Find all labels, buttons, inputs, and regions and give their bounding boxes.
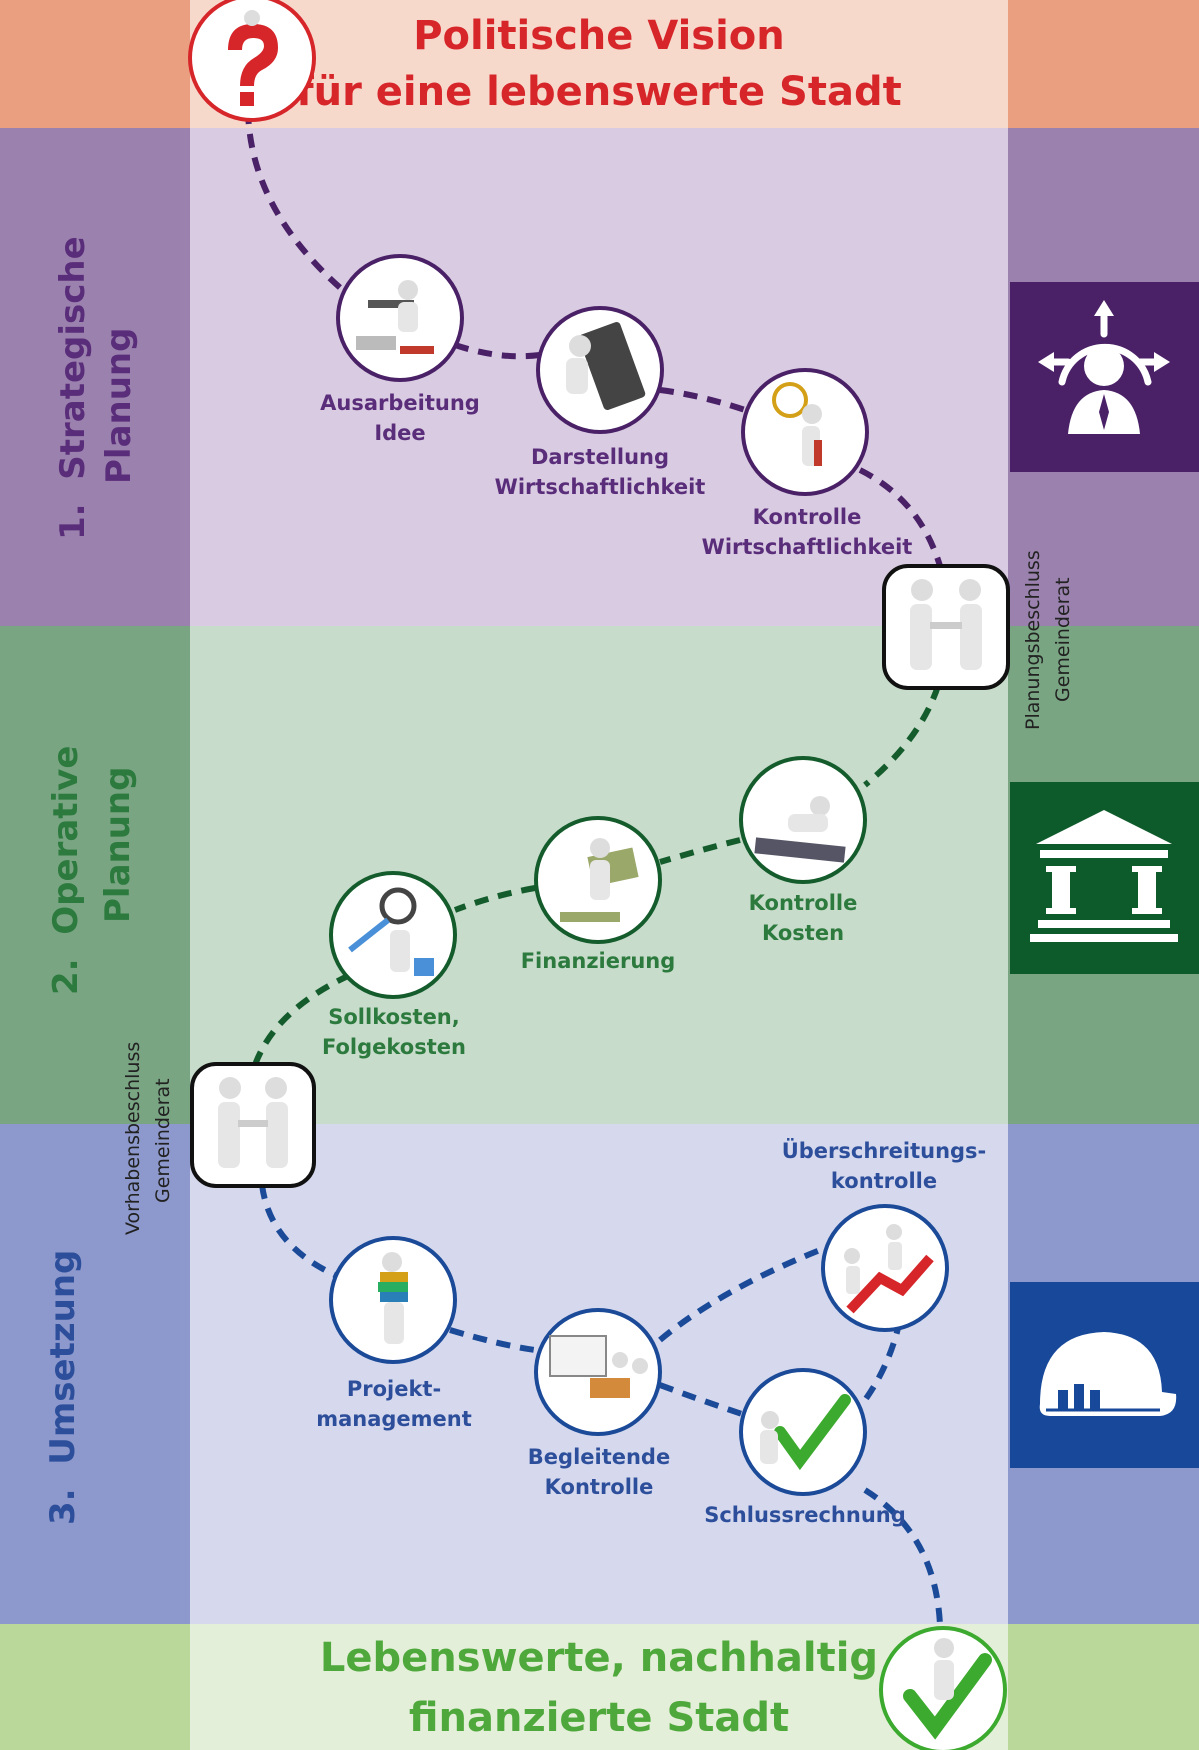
node-begleitende-line2: Kontrolle	[544, 1475, 654, 1499]
node-kontrolle-w-icon	[741, 368, 869, 496]
node-ueberschreitung-icon	[821, 1204, 949, 1332]
node-finanzierung-label: Finanzierung	[521, 946, 676, 976]
header-title-line1: Politische Vision	[413, 13, 785, 59]
node-kontrolle-w-label: Kontrolle Wirtschaftlichkeit	[702, 502, 913, 562]
node-darstellung-line2: Wirtschaftlichkeit	[494, 475, 706, 499]
node-projekt-line2: management	[316, 1407, 472, 1431]
node-finanzierung-icon	[534, 816, 662, 944]
final-check-node	[879, 1626, 1007, 1750]
node-darstellung-icon	[536, 306, 664, 434]
node-kontrolle-k-line1: Kontrolle	[748, 891, 858, 915]
phase2-icon-box	[1010, 782, 1199, 974]
node-begleitende-line1: Begleitende	[527, 1445, 671, 1469]
header-band-center	[190, 0, 1008, 128]
node-planungsbeschluss-icon	[882, 564, 1010, 690]
node-begleitende-label: Begleitende Kontrolle	[528, 1442, 670, 1502]
node-kontrolle-w-line1: Kontrolle	[752, 505, 862, 529]
header-title-line2: für eine lebenswerte Stadt	[296, 69, 902, 115]
phase1-icon-box	[1010, 282, 1199, 472]
person-direction-arrows-icon	[1038, 300, 1170, 434]
footer-band-center	[190, 1624, 1008, 1750]
node-kontrolle-k-icon	[739, 756, 867, 884]
node-kontrolle-k-line2: Kosten	[761, 921, 845, 945]
node-ausarbeitung-line2: Idee	[374, 421, 426, 445]
footer-title-line2: finanzierte Stadt	[408, 1695, 790, 1741]
node-kontrolle-k-label: Kontrolle Kosten	[749, 888, 858, 948]
node-projekt-label: Projekt- management	[316, 1374, 472, 1434]
node-finanzierung-line1: Finanzierung	[520, 949, 676, 973]
node-vorhabensbeschluss-icon	[190, 1062, 316, 1188]
node-schluss-label: Schlussrechnung	[704, 1500, 906, 1530]
footer-title-line1: Lebenswerte, nachhaltig	[319, 1635, 879, 1681]
node-schluss-icon	[739, 1368, 867, 1496]
node-sollkosten-icon	[329, 871, 457, 999]
node-schluss-line1: Schlussrechnung	[704, 1503, 906, 1527]
footer-title: Lebenswerte, nachhaltig finanzierte Stad…	[190, 1628, 1008, 1748]
question-node	[188, 0, 316, 122]
node-begleitende-icon	[534, 1308, 662, 1436]
node-projekt-icon	[329, 1236, 457, 1364]
node-sollkosten-label: Sollkosten, Folgekosten	[322, 1002, 466, 1062]
node-projekt-line1: Projekt-	[346, 1377, 442, 1401]
header-title: Politische Vision für eine lebenswerte S…	[190, 8, 1008, 120]
government-building-icon	[1030, 810, 1178, 942]
node-ausarbeitung-line1: Ausarbeitung	[320, 391, 480, 415]
node-ausarbeitung-icon	[336, 254, 464, 382]
node-sollkosten-line2: Folgekosten	[322, 1035, 466, 1059]
node-sollkosten-line1: Sollkosten,	[328, 1005, 460, 1029]
node-ausarbeitung-label: Ausarbeitung Idee	[320, 388, 480, 448]
node-darstellung-label: Darstellung Wirtschaftlichkeit	[495, 442, 706, 502]
phase3-icon-box	[1010, 1282, 1199, 1468]
node-ueberschreitung-line1: Überschreitungs-	[781, 1139, 987, 1163]
node-darstellung-line1: Darstellung	[530, 445, 670, 469]
node-ueberschreitung-line2: kontrolle	[830, 1169, 938, 1193]
node-kontrolle-w-line2: Wirtschaftlichkeit	[701, 535, 913, 559]
node-ueberschreitung-label: Überschreitungs- kontrolle	[782, 1136, 987, 1196]
hard-hat-icon	[1039, 1332, 1177, 1416]
